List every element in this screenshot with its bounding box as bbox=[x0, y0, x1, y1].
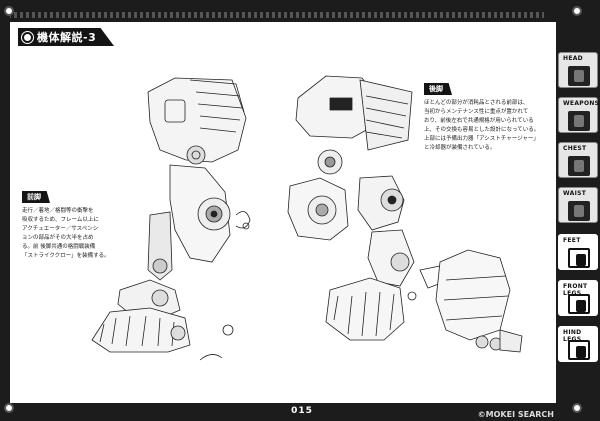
rivet-icon bbox=[4, 6, 14, 16]
front-leg-line: 「ストライククロー」を装備する。 bbox=[22, 253, 110, 259]
rear-leg-line: おり、前後左右で共通規格が用いられている bbox=[424, 118, 534, 124]
watermark: ©MOKEI SEARCH bbox=[477, 410, 554, 419]
tab-chest[interactable]: CHEST bbox=[558, 142, 598, 178]
bottom-frame bbox=[0, 403, 600, 421]
rivet-icon bbox=[572, 403, 582, 413]
tab-head[interactable]: HEAD bbox=[558, 52, 598, 88]
tab-hind-legs[interactable]: HIND LEGS bbox=[558, 326, 598, 362]
weapons-icon bbox=[568, 111, 590, 131]
tab-label: WAIST bbox=[563, 190, 587, 197]
tab-front-legs[interactable]: FRONT LEGS bbox=[558, 280, 598, 316]
gear-icon bbox=[22, 31, 33, 43]
head-icon bbox=[568, 66, 590, 86]
waist-icon bbox=[568, 201, 590, 221]
tab-feet[interactable]: FEET bbox=[558, 234, 598, 270]
rear-leg-line: 上、その交換も容易とした設計になっている。 bbox=[424, 127, 540, 133]
rear-leg-drawing bbox=[287, 75, 445, 341]
chest-icon bbox=[568, 156, 590, 176]
front-leg-line: ョンの部品がその大半を占め bbox=[22, 235, 94, 241]
tab-label: CHEST bbox=[563, 145, 587, 152]
front-leg-heading: 前脚 bbox=[22, 191, 50, 203]
front-leg-description: 走行／着地／格闘等の衝撃を 吸収するため、フレーム以上に アクチュエーター／サス… bbox=[22, 207, 140, 261]
section-title-text: 機体解説-3 bbox=[37, 31, 97, 44]
tab-label: HEAD bbox=[563, 55, 583, 62]
tab-label: HIND LEGS bbox=[563, 329, 582, 343]
front-leg-line: 走行／着地／格闘等の衝撃を bbox=[22, 208, 94, 214]
rear-leg-heading: 後脚 bbox=[424, 83, 452, 95]
front-legs-icon bbox=[568, 294, 590, 314]
top-frame bbox=[0, 0, 600, 22]
tab-waist[interactable]: WAIST bbox=[558, 187, 598, 223]
left-frame bbox=[0, 0, 10, 421]
front-leg-line: る。前 後脚共通の格闘戦装備 bbox=[22, 244, 96, 250]
hind-legs-icon bbox=[568, 340, 590, 360]
rear-leg-callout: 後脚 ほとんどの部分が消耗品とされる前部は、 当初からメンテナンス性に重点が置か… bbox=[424, 76, 554, 153]
page-number: 015 bbox=[291, 406, 313, 416]
rear-leg-line: ほとんどの部分が消耗品とされる前部は、 bbox=[424, 100, 529, 106]
tab-weapons[interactable]: WEAPONS bbox=[558, 97, 600, 133]
rivet-icon bbox=[4, 403, 14, 413]
rivet-icon bbox=[572, 6, 582, 16]
rear-leg-line: 上部には予備出力器「アシストチャージャー」 bbox=[424, 136, 539, 142]
front-leg-drawing bbox=[91, 77, 251, 361]
rear-leg-description: ほとんどの部分が消耗品とされる前部は、 当初からメンテナンス性に重点が置かれて … bbox=[424, 99, 554, 153]
tab-label: FEET bbox=[563, 237, 581, 244]
front-leg-line: アクチュエーター／サスペンシ bbox=[22, 226, 99, 232]
front-leg-line: 吸収するため、フレーム以上に bbox=[22, 217, 99, 223]
rear-leg-line: 当初からメンテナンス性に重点が置かれて bbox=[424, 109, 529, 115]
front-leg-callout: 前脚 走行／着地／格闘等の衝撃を 吸収するため、フレーム以上に アクチュエーター… bbox=[22, 184, 140, 261]
foot-detail-drawing bbox=[435, 249, 523, 353]
feet-icon bbox=[568, 248, 590, 268]
tab-label: FRONT LEGS bbox=[563, 283, 588, 297]
tab-label: WEAPONS bbox=[563, 100, 600, 107]
rear-leg-line: と冷却器が装備されている。 bbox=[424, 145, 496, 151]
section-title: 機体解説-3 bbox=[18, 28, 114, 46]
